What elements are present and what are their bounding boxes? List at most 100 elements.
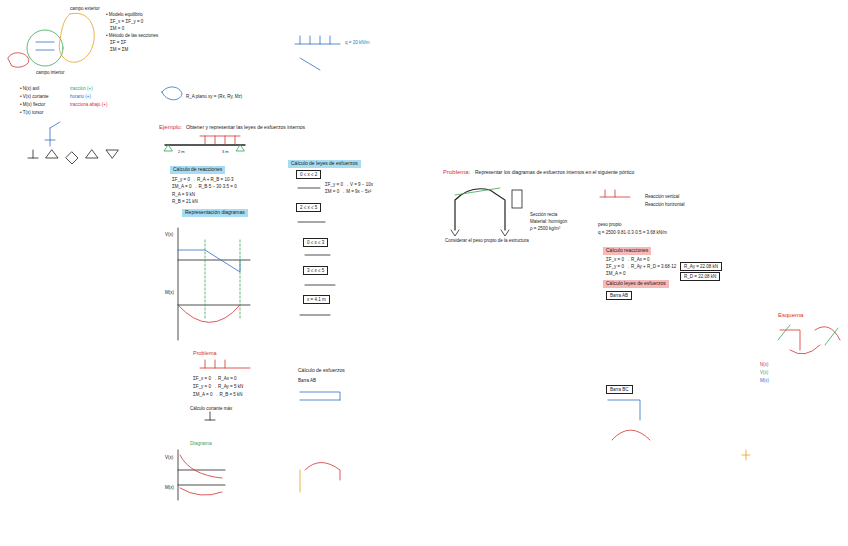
note-text: ΣF_x = ΣF_y = 0: [110, 19, 143, 24]
note-text: ΣM = 0: [110, 26, 124, 31]
note-text: • T(x) torsor: [20, 110, 44, 115]
note-text: Cálculo de esfuerzos: [298, 368, 345, 374]
note-text: Reacción vertical: [645, 194, 679, 199]
note-text: Material: hormigón: [530, 219, 567, 224]
node-text: 0 ≤ x ≤ 3: [307, 240, 324, 245]
note-text: M(x): [760, 378, 769, 383]
note-text: ΣM = ΣM: [110, 47, 128, 52]
note-text: ΣF_y = 0 → R_Ay + R_D = 3.68·12: [606, 264, 676, 269]
result-box: 3 ≤ x ≤ 5: [303, 266, 328, 275]
note-text: R_A = 9 kN: [172, 192, 195, 197]
note-text: M(x): [165, 485, 174, 490]
note-text: ΣM_A = 0 → R_B = 5 kN: [193, 392, 243, 397]
note-text: M(x): [760, 378, 769, 383]
note-text: • Método de las secciones: [106, 33, 158, 38]
note-text: Reacción horizontal: [645, 202, 685, 207]
bar-diagram: [612, 430, 650, 440]
note-text: Ejemplo:: [159, 124, 182, 131]
node-text: Cálculo de leyes de esfuerzos: [291, 160, 358, 166]
scheme-green: [778, 325, 838, 345]
note-text: Barra AB: [298, 378, 316, 383]
heading-band: Representación diagramas: [182, 209, 248, 217]
bar-bc: [608, 400, 640, 420]
note-text: • M(x) flector: [20, 102, 45, 107]
shear-diagram: [178, 250, 240, 272]
result-box: 0 ≤ x ≤ 3: [303, 238, 328, 247]
note-text: tracciona abajo (+): [70, 102, 107, 107]
load-sketch: [295, 36, 340, 70]
heading-band: Cálculo de leyes de esfuerzos: [288, 160, 361, 168]
note-text: Material: hormigón: [530, 219, 567, 224]
note-text: horario (+): [70, 94, 91, 99]
note-text: ΣF_x = 0 → R_Ax = 0: [606, 257, 650, 262]
node-text: 3 ≤ x ≤ 5: [307, 268, 324, 273]
note-text: tracción (+): [70, 86, 93, 91]
note-text: • N(x) axil: [20, 86, 39, 91]
note-text: Problema:: [443, 169, 470, 175]
diagram-axis: [300, 470, 301, 492]
diagram-sketch: [305, 463, 340, 481]
result-box: x = 4.1 m: [303, 295, 330, 304]
note-text: • N(x) axil: [20, 86, 39, 91]
supports: [164, 145, 244, 151]
note-text: Ejemplo:: [159, 124, 182, 130]
node-text: Representación diagramas: [185, 209, 245, 215]
note-text: Representar los diagramas de esfuerzos i…: [475, 170, 634, 176]
frame-supports: [451, 230, 509, 236]
result-box: 0 ≤ x ≤ 2: [296, 170, 321, 179]
arrows: [36, 42, 54, 50]
note-text: R_A plano xy = (Rx, Ry, Mz): [186, 94, 242, 99]
load-arrows: [600, 190, 630, 197]
note-text: • T(x) torsor: [20, 110, 44, 115]
note-text: • Modelo equilibrio: [106, 12, 143, 17]
plot-axes-2: [178, 450, 225, 500]
note-text: Cálculo cortante máx: [190, 406, 232, 411]
note-text: Diagrama: [190, 441, 212, 447]
note-text: V(x): [165, 232, 173, 237]
note-text: campo exterior: [70, 6, 100, 11]
note-text: N(x): [760, 362, 769, 367]
note-text: q = 20 kN/m: [345, 40, 369, 45]
note-text: horario (+): [70, 94, 91, 99]
note-text: ΣF = ΣF: [110, 40, 126, 45]
cross-section: [512, 190, 522, 208]
note-text: ρ = 2500 kg/m³: [530, 226, 560, 231]
note-text: M(x): [165, 485, 174, 490]
note-text: q = 2500·9.81·0.3·0.5 = 3.68 kN/m: [598, 230, 667, 235]
note-text: V(x): [760, 370, 768, 375]
node-text: 0 ≤ x ≤ 2: [300, 172, 317, 177]
heading-band: Cálculo reacciones: [603, 247, 651, 255]
plot-axes: [178, 228, 250, 340]
note-text: ΣM = ΣM: [110, 47, 128, 52]
cloud: [8, 53, 29, 68]
note-text: • V(x) cortante: [20, 94, 49, 99]
stroke: [8, 13, 840, 500]
note-text: Barra AB: [298, 378, 316, 383]
note-text: ΣF_y = 0 → R_Ay = 5 kN: [193, 384, 243, 389]
note-text: Diagrama: [190, 440, 212, 446]
note-text: Problema: [193, 350, 217, 356]
node-text: R_Ay = 22.08 kN: [684, 264, 718, 269]
heading-band: Cálculo de reacciones: [170, 166, 225, 174]
note-text: Sección recta: [530, 212, 557, 217]
note-text: • M(x) flector: [20, 102, 45, 107]
note-text: ΣM_A = 0 → R_B = 5 kN: [193, 392, 243, 397]
frame: [455, 189, 505, 230]
note-text: q = 20 kN/m: [345, 40, 369, 45]
note-text: Sección recta: [530, 212, 557, 217]
note-text: Problema:: [443, 169, 470, 176]
note-text: • V(x) cortante: [20, 94, 49, 99]
note-text: Representar los diagramas de esfuerzos i…: [475, 169, 634, 175]
note-text: Considerar el peso propio de la estructu…: [445, 238, 529, 243]
note-text: Cálculo cortante máx: [190, 406, 232, 411]
small-sketch: [742, 450, 750, 460]
beam: [165, 144, 245, 145]
note-text: ρ = 2500 kg/m³: [530, 226, 560, 231]
note-text: R_B = 21 kN: [172, 199, 198, 204]
curve-v: [180, 455, 222, 478]
note-text: ΣM = 0 → M = 9x − 5x²: [325, 189, 371, 194]
result-box: Barra BC: [606, 385, 633, 394]
note-text: campo exterior: [70, 6, 100, 11]
note-text: ΣF = ΣF: [110, 40, 126, 45]
